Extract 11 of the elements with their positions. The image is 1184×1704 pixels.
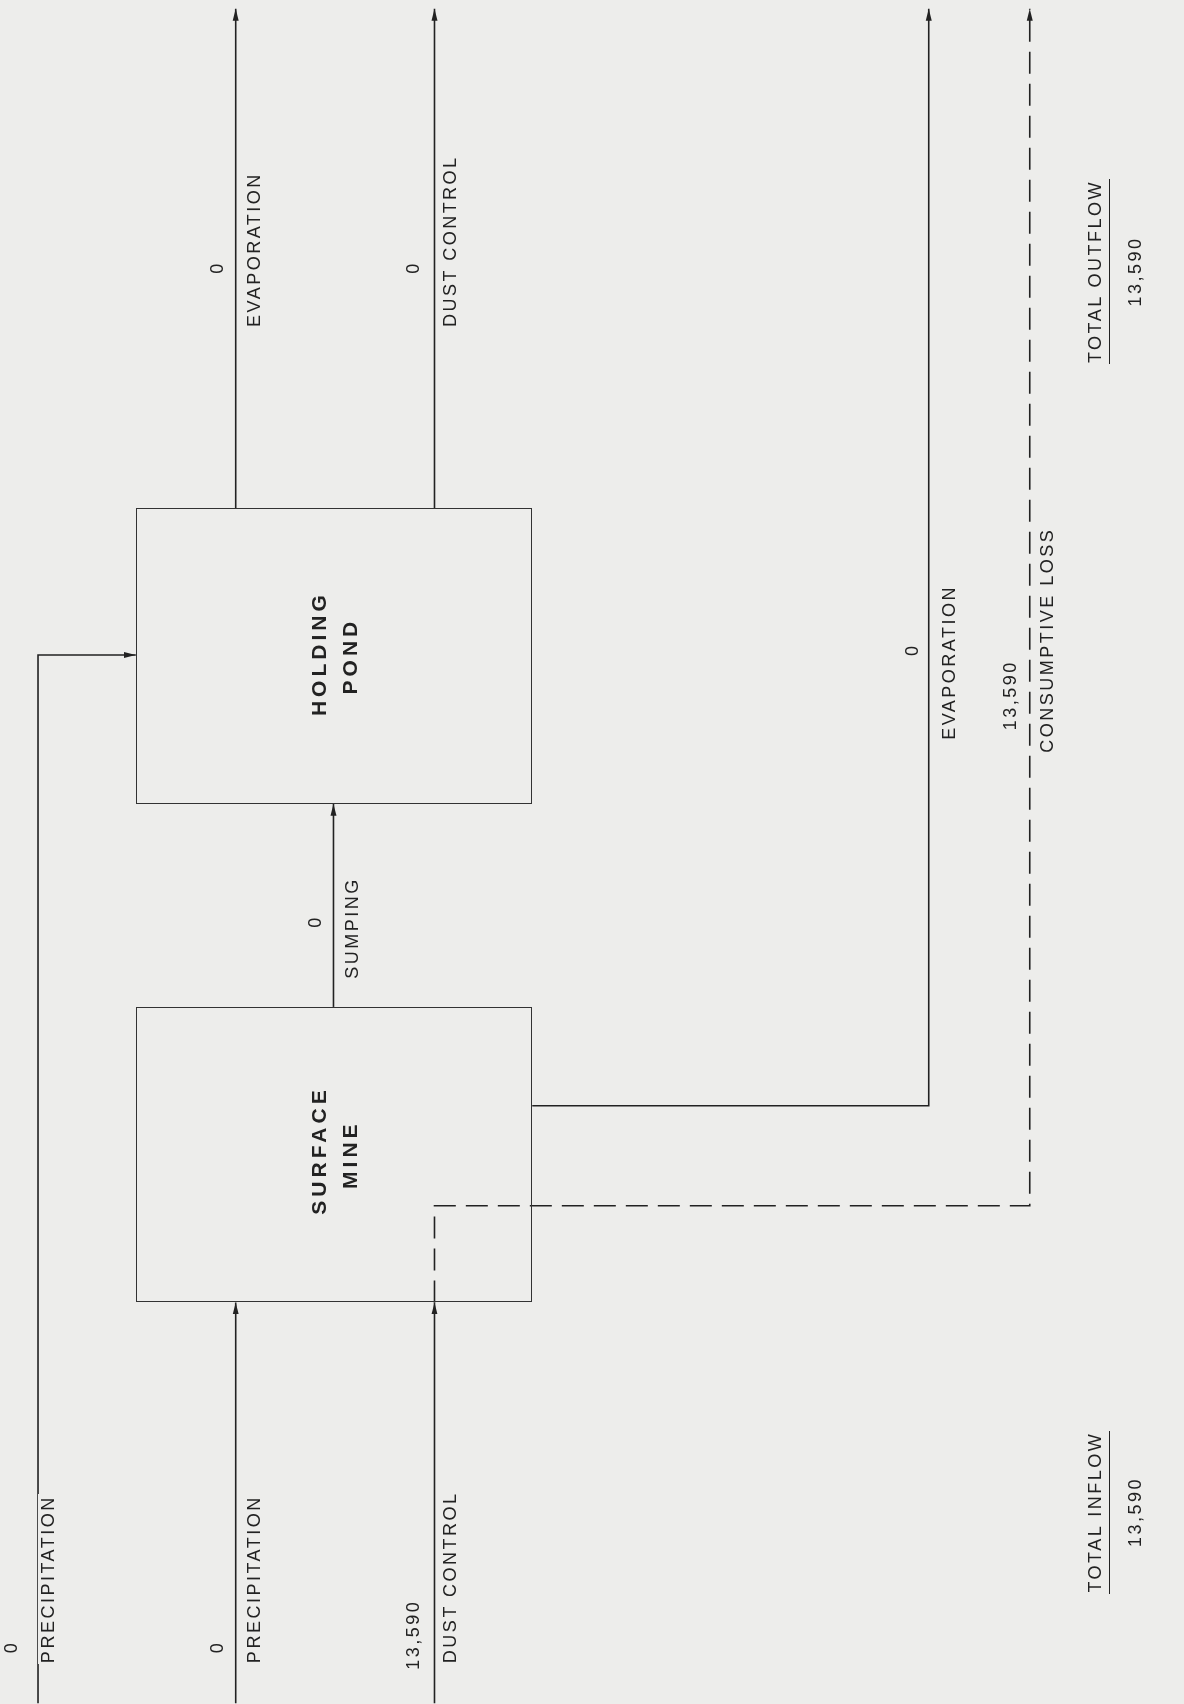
arrow <box>232 1301 239 1704</box>
arrow <box>232 7 239 510</box>
arrow <box>431 1301 438 1704</box>
process-box <box>135 508 533 804</box>
arrow <box>531 7 932 1107</box>
dashed-arrow <box>433 7 1033 1304</box>
process-box <box>135 1006 533 1303</box>
arrow <box>431 7 438 510</box>
arrow <box>37 652 137 1704</box>
box-title: HOLDING POND <box>305 596 362 717</box>
arrow <box>330 803 337 1008</box>
